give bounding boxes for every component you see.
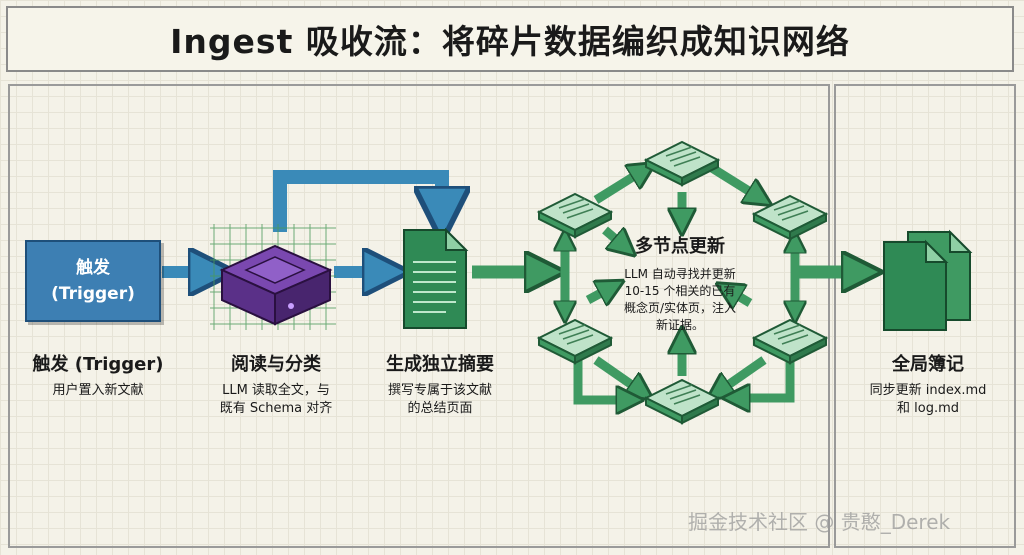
step-multi-desc-1: LLM 自动寻找并更新: [624, 267, 736, 281]
step-read: 阅读与分类 LLM 读取全文，与 既有 Schema 对齐: [208, 350, 344, 418]
step-read-title: 阅读与分类: [231, 354, 321, 375]
step-multi-desc-3: 概念页/实体页，注入: [623, 301, 737, 315]
global-panel: [834, 84, 1016, 548]
network-node: [536, 192, 614, 239]
step-summary: 生成独立摘要 撰写专属于该文献 的总结页面: [370, 350, 510, 418]
summary-document-icon: [403, 227, 469, 329]
step-multi-title: 多节点更新: [635, 236, 725, 257]
step-trigger-title: 触发 (Trigger): [32, 354, 164, 375]
network-node: [751, 194, 829, 241]
step-global-desc-1: 同步更新 index.md: [869, 383, 987, 398]
network-node: [536, 318, 614, 365]
step-global: 全局簿记 同步更新 index.md 和 log.md: [858, 350, 998, 418]
network-node: [751, 318, 829, 365]
node-network-edges: [565, 168, 795, 400]
processor-icon: [219, 244, 333, 326]
step-read-desc-2: 既有 Schema 对齐: [219, 401, 333, 416]
page-title: Ingest 吸收流：将碎片数据编织成知识网络: [170, 22, 850, 61]
step-trigger-desc: 用户置入新文献: [52, 383, 144, 398]
global-documents-icon: [883, 229, 973, 331]
step-summary-title: 生成独立摘要: [386, 354, 494, 375]
main-panel: [8, 84, 830, 548]
step-summary-desc-2: 的总结页面: [407, 401, 473, 416]
step-trigger: 触发 (Trigger) 用户置入新文献: [28, 350, 168, 400]
network-node: [643, 378, 721, 425]
trigger-box: 触发 (Trigger): [25, 240, 161, 322]
step-global-desc-2: 和 log.md: [897, 401, 959, 416]
step-summary-desc-1: 撰写专属于该文献: [387, 383, 492, 398]
watermark: 掘金技术社区 @ 贵憨_Derek: [688, 510, 951, 534]
trigger-box-line2: (Trigger): [51, 284, 135, 304]
arrow-read-bypass: [273, 170, 442, 232]
step-multi-desc-4: 新证据。: [655, 318, 704, 332]
title-banner: Ingest 吸收流：将碎片数据编织成知识网络: [6, 6, 1014, 72]
step-global-title: 全局簿记: [892, 354, 964, 375]
trigger-box-line1: 触发: [76, 258, 110, 278]
step-read-desc-1: LLM 读取全文，与: [222, 383, 330, 398]
step-multi-desc-2: 10-15 个相关的已有: [624, 284, 736, 298]
step-multi-update: 多节点更新 LLM 自动寻找并更新 10-15 个相关的已有 概念页/实体页，注…: [600, 232, 760, 334]
network-node: [643, 140, 721, 187]
